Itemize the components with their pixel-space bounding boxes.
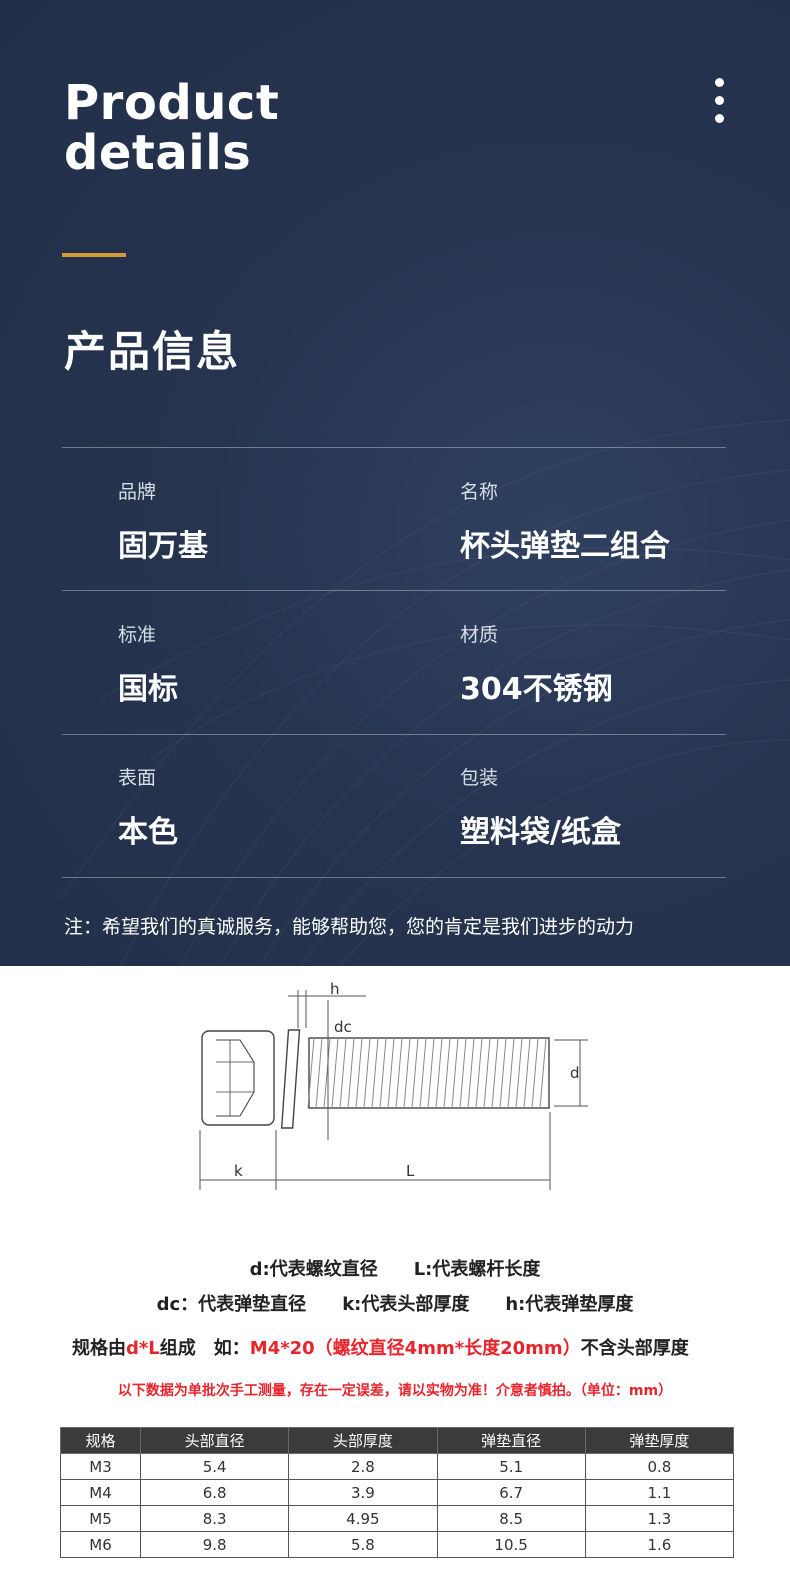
hero-section: Product details 产品信息 品牌 固万基 名称 杯头弹垫二组合 标…: [0, 0, 790, 966]
attr-value-packaging: 塑料袋/纸盒: [460, 815, 621, 850]
attr-label-name: 名称: [460, 481, 499, 503]
legend-line-1: d:代表螺纹直径 L:代表螺杆长度: [0, 1255, 790, 1281]
row-divider: [62, 447, 726, 448]
spec-example: M4*20（螺纹直径4mm*长度20mm）: [249, 1338, 581, 1359]
row-divider: [62, 590, 726, 591]
row-divider: [62, 877, 726, 878]
table-cell: 6.8: [139, 1479, 290, 1506]
table-cell: M6: [60, 1531, 141, 1558]
spec-table: 规格 头部直径 头部厚度 弹垫直径 弹垫厚度 M3 5.4 2.8 5.1 0.…: [60, 1427, 735, 1558]
attr-label-surface: 表面: [118, 767, 157, 789]
label-k: k: [234, 1162, 243, 1180]
spec-formula: d*L: [126, 1338, 160, 1359]
table-cell: 8.3: [139, 1505, 290, 1532]
attr-value-brand: 固万基: [118, 529, 208, 564]
table-cell: 6.7: [436, 1479, 586, 1506]
label-dc: dc: [334, 1018, 352, 1036]
header-head-thickness: 头部厚度: [288, 1427, 438, 1454]
attr-value-name: 杯头弹垫二组合: [460, 529, 670, 564]
table-cell: 1.6: [584, 1531, 735, 1558]
table-cell: 5.8: [288, 1531, 438, 1558]
header-spec: 规格: [60, 1427, 141, 1454]
attr-label-standard: 标准: [118, 624, 157, 646]
screw-head: [201, 1030, 275, 1126]
table-row: M5 8.3 4.95 8.5 1.3: [60, 1505, 735, 1532]
section-title: 产品信息: [64, 327, 241, 376]
table-cell: 9.8: [139, 1531, 290, 1558]
table-row: M3 5.4 2.8 5.1 0.8: [60, 1453, 735, 1480]
measurement-warning: 以下数据为单批次手工测量，存在一定误差，请以实物为准！介意者慎拍。（单位：mm）: [117, 1383, 673, 1399]
table-cell: 3.9: [288, 1479, 438, 1506]
spec-format-line: 规格由d*L组成 如：M4*20（螺纹直径4mm*长度20mm）不含头部厚度: [72, 1334, 689, 1360]
table-cell: M5: [60, 1505, 141, 1532]
table-cell: M3: [60, 1453, 141, 1480]
spring-washer: [280, 1029, 301, 1129]
page-title-en: Product details: [64, 75, 280, 181]
header-head-diameter: 头部直径: [139, 1427, 290, 1454]
accent-divider: [62, 253, 126, 257]
table-cell: 0.8: [584, 1453, 735, 1480]
table-row: M6 9.8 5.8 10.5 1.6: [60, 1531, 735, 1558]
service-note: 注：希望我们的真诚服务，能够帮助您，您的肯定是我们进步的动力: [64, 916, 635, 938]
thread-lines: [307, 1037, 547, 1109]
table-cell: 4.95: [288, 1505, 438, 1532]
table-cell: 8.5: [436, 1505, 586, 1532]
table-cell: M4: [60, 1479, 141, 1506]
threaded-shank: [308, 1037, 550, 1109]
table-cell: 1.1: [584, 1479, 735, 1506]
attr-value-standard: 国标: [118, 672, 178, 707]
legend-h: h:代表弹垫厚度: [505, 1294, 634, 1315]
table-header-row: 规格 头部直径 头部厚度 弹垫直径 弹垫厚度: [60, 1427, 735, 1454]
spec-middle: 组成 如：: [159, 1338, 250, 1359]
table-cell: 5.4: [139, 1453, 290, 1480]
attr-label-material: 材质: [460, 624, 499, 646]
screw-dimension-diagram: h dc d k L: [199, 980, 588, 1190]
table-cell: 5.1: [436, 1453, 586, 1480]
table-row: M4 6.8 3.9 6.7 1.1: [60, 1479, 735, 1506]
more-vertical-icon[interactable]: [713, 78, 725, 124]
attr-value-material: 304不锈钢: [460, 672, 613, 707]
label-d: d: [570, 1064, 580, 1082]
table-cell: 10.5: [436, 1531, 586, 1558]
dimension-lines: [199, 990, 588, 1190]
legend-dc: dc：代表弹垫直径: [156, 1294, 307, 1315]
header-washer-diameter: 弹垫直径: [436, 1427, 586, 1454]
hex-socket-outline: [216, 1039, 255, 1117]
hex-socket-lines: [216, 1040, 254, 1116]
attr-label-packaging: 包装: [460, 767, 499, 789]
table-cell: 1.3: [584, 1505, 735, 1532]
spec-prefix: 规格由: [72, 1338, 126, 1359]
legend-d: d:代表螺纹直径: [249, 1259, 378, 1280]
table-cell: 2.8: [288, 1453, 438, 1480]
row-divider: [62, 734, 726, 735]
attr-value-surface: 本色: [118, 815, 178, 850]
legend-L: L:代表螺杆长度: [413, 1259, 541, 1280]
header-washer-thickness: 弹垫厚度: [584, 1427, 735, 1454]
legend-k: k:代表头部厚度: [342, 1294, 470, 1315]
legend-line-2: dc：代表弹垫直径 k:代表头部厚度 h:代表弹垫厚度: [0, 1290, 790, 1316]
background-light-streaks: [0, 0, 790, 966]
attr-label-brand: 品牌: [118, 481, 157, 503]
label-h: h: [330, 980, 340, 998]
label-L: L: [406, 1162, 415, 1180]
spec-suffix: 不含头部厚度: [580, 1338, 689, 1359]
